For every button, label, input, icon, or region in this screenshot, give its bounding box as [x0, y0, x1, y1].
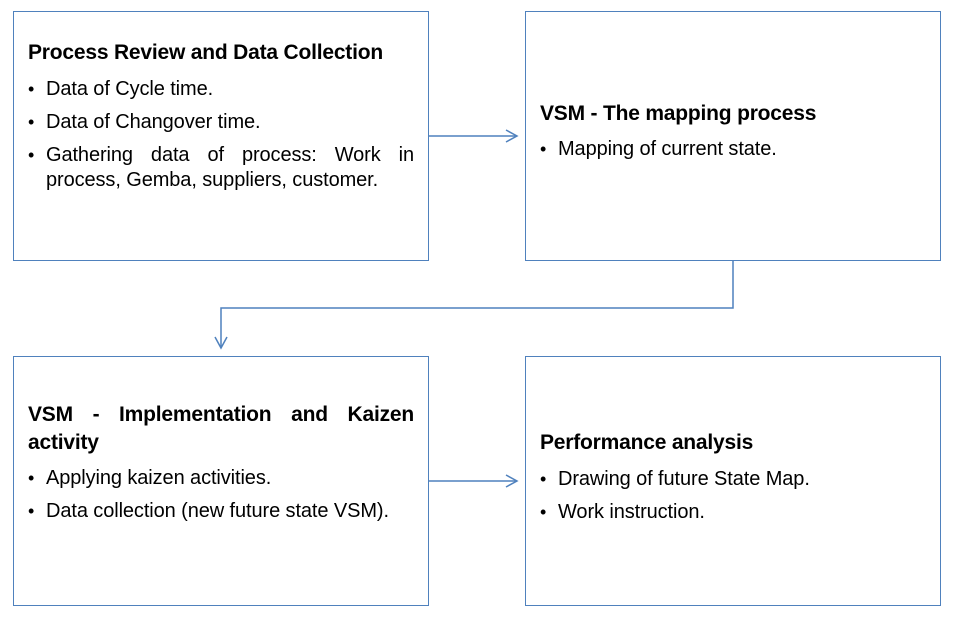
list-item: • Data collection (new future state VSM)…: [28, 499, 414, 524]
list-item: • Data of Cycle time.: [28, 77, 414, 102]
bullet-text: Drawing of future State Map.: [558, 468, 810, 490]
bullet-text: Gathering data of process: Work in proce…: [46, 144, 414, 191]
bullet-icon: •: [540, 469, 547, 489]
list-item: • Gathering data of process: Work in pro…: [28, 143, 414, 193]
bullet-icon: •: [28, 145, 35, 165]
bullet-icon: •: [28, 112, 35, 132]
bullet-list: • Applying kaizen activities. • Data col…: [28, 466, 414, 524]
mapping-process-box: VSM - The mapping process • Mapping of c…: [525, 11, 941, 261]
bullet-icon: •: [540, 139, 547, 159]
bullet-text: Applying kaizen activities.: [46, 467, 272, 489]
list-item: • Work instruction.: [540, 500, 926, 525]
bullet-text: Data collection (new future state VSM).: [46, 500, 389, 522]
list-item: • Data of Changover time.: [28, 110, 414, 135]
bullet-list: • Mapping of current state.: [540, 137, 926, 162]
performance-analysis-box: Performance analysis • Drawing of future…: [525, 356, 941, 606]
bullet-text: Data of Cycle time.: [46, 78, 214, 100]
arrow-mapping-to-implementation: [214, 261, 734, 350]
bullet-text: Mapping of current state.: [558, 138, 777, 160]
process-review-box: Process Review and Data Collection • Dat…: [13, 11, 429, 261]
bullet-list: • Drawing of future State Map. • Work in…: [540, 467, 926, 525]
list-item: • Drawing of future State Map.: [540, 467, 926, 492]
box-title: Performance analysis: [540, 431, 754, 454]
list-item: • Mapping of current state.: [540, 137, 926, 162]
box-title: VSM - Implementation and Kaizen activity: [28, 403, 414, 454]
bullet-text: Data of Changover time.: [46, 111, 261, 133]
bullet-list: • Data of Cycle time. • Data of Changove…: [28, 77, 414, 193]
bullet-text: Work instruction.: [558, 501, 705, 523]
bullet-icon: •: [28, 79, 35, 99]
box-title: VSM - The mapping process: [540, 102, 817, 125]
bullet-icon: •: [28, 468, 35, 488]
bullet-icon: •: [540, 502, 547, 522]
implementation-kaizen-box: VSM - Implementation and Kaizen activity…: [13, 356, 429, 606]
box-title: Process Review and Data Collection: [28, 41, 383, 64]
bullet-icon: •: [28, 501, 35, 521]
list-item: • Applying kaizen activities.: [28, 466, 414, 491]
